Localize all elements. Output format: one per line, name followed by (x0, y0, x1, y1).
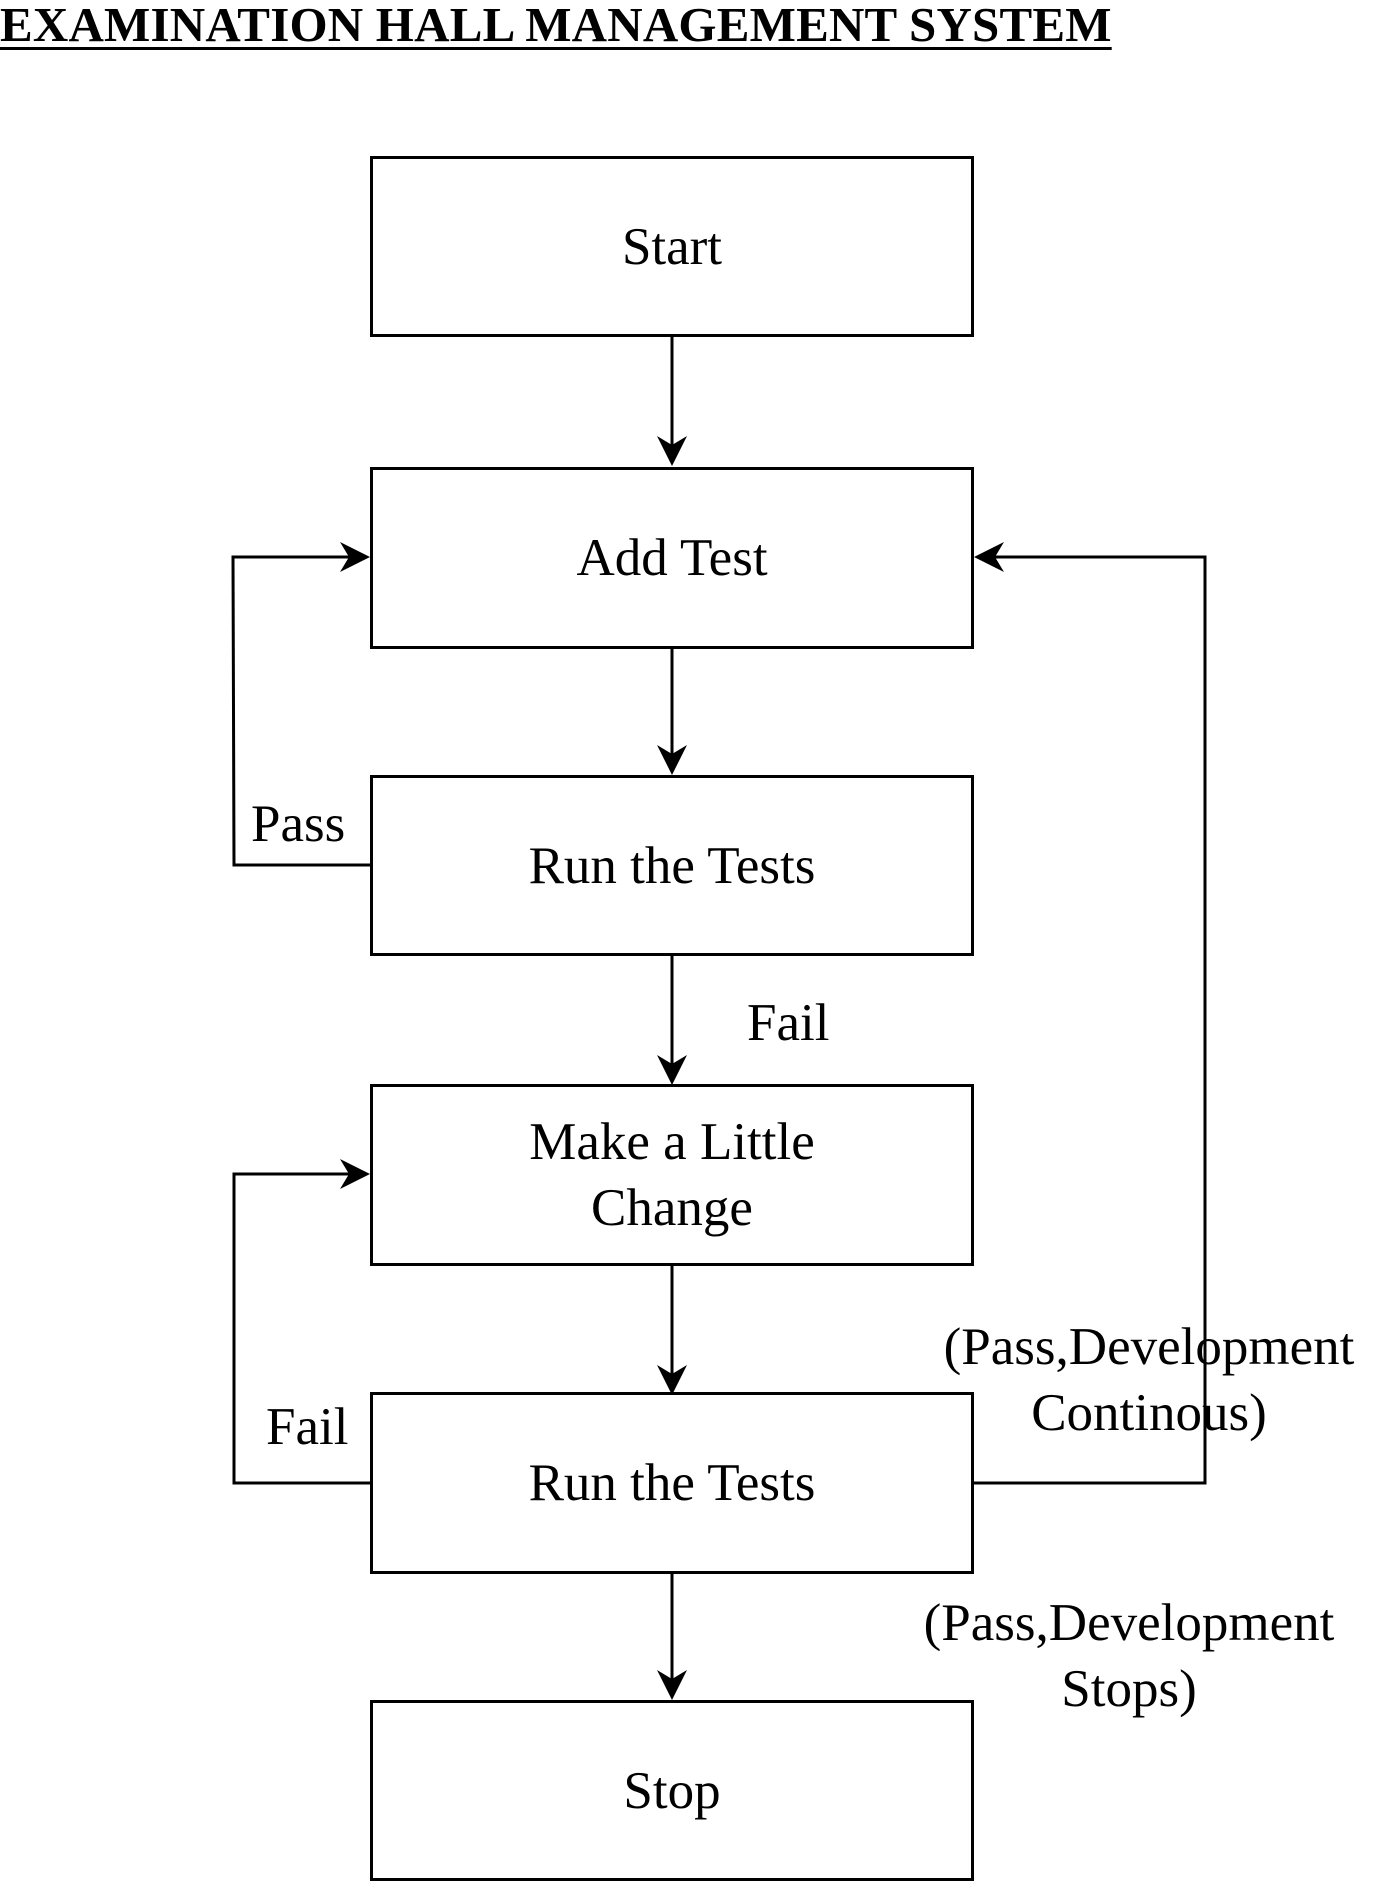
arrow-fail-loop (232, 1159, 370, 1485)
run-tests-node-2: Run the Tests (370, 1392, 974, 1574)
arrow-pass-continue (974, 542, 1207, 1485)
edge-label-fail-loop: Fail (266, 1398, 349, 1456)
add-test-node: Add Test (370, 467, 974, 649)
make-change-node-label: Make a Little Change (529, 1113, 815, 1237)
run-tests-node-2-label: Run the Tests (528, 1454, 816, 1512)
add-test-node-label: Add Test (576, 529, 768, 587)
edge-label-pass-continue: (Pass,Development Continous) (943, 1318, 1355, 1442)
make-change-node: Make a Little Change (370, 1084, 974, 1266)
page-title: EXAMINATION HALL MANAGEMENT SYSTEM (0, 0, 1112, 52)
run-tests-node-1: Run the Tests (370, 775, 974, 956)
edge-label-pass-stop: (Pass,Development Stops) (923, 1594, 1335, 1718)
start-node-label: Start (621, 217, 723, 276)
stop-node-label: Stop (623, 1761, 721, 1820)
edge-label-pass-loop: Pass (251, 795, 346, 853)
arrow-pass-loop (231, 542, 370, 867)
run-tests-node-1-label: Run the Tests (528, 836, 816, 895)
start-node: Start (370, 156, 974, 337)
stop-node: Stop (370, 1700, 974, 1881)
edge-label-fail-to-change: Fail (747, 994, 830, 1052)
